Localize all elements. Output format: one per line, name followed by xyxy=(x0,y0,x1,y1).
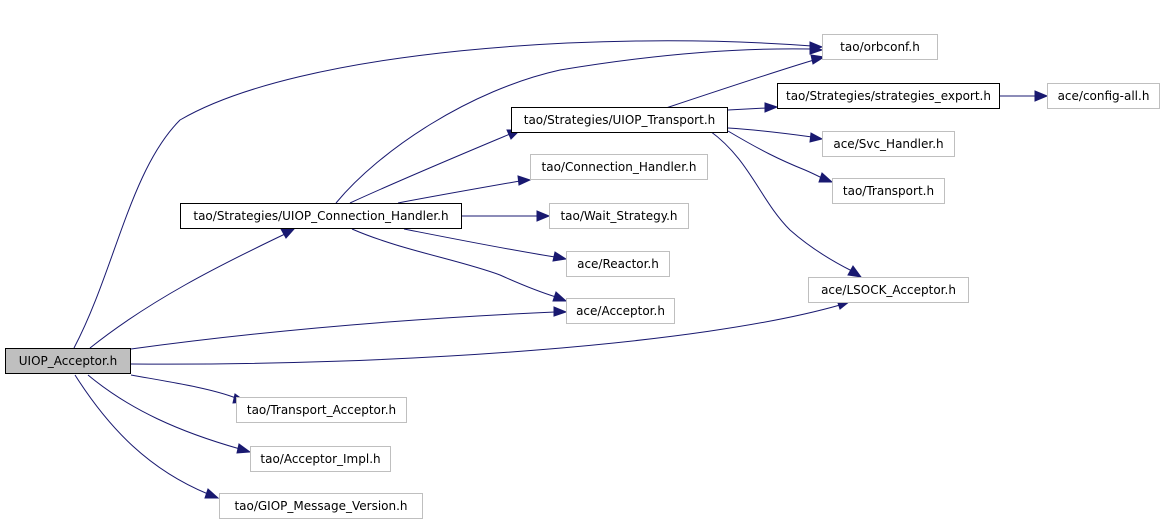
node-uiop-transport[interactable]: tao/Strategies/UIOP_Transport.h xyxy=(511,107,728,133)
node-lsock-acceptor[interactable]: ace/LSOCK_Acceptor.h xyxy=(808,277,969,303)
edge-connhandler-to-orbconf xyxy=(335,48,813,204)
edge-transport-to-tao-transport xyxy=(727,130,823,179)
node-transport-acceptor[interactable]: tao/Transport_Acceptor.h xyxy=(236,397,407,423)
arrowhead xyxy=(809,132,824,143)
arrowhead xyxy=(553,306,568,317)
edge-acceptor-to-acceptor-impl xyxy=(87,374,241,450)
node-config-all[interactable]: ace/config-all.h xyxy=(1047,83,1160,109)
edge-transport-to-orbconf xyxy=(665,59,815,109)
edge-acceptor-to-orbconf xyxy=(73,40,813,349)
node-strategies-export[interactable]: tao/Strategies/strategies_export.h xyxy=(777,83,1000,109)
edge-connhandler-to-uiop-transport xyxy=(349,133,511,204)
node-acceptor-impl[interactable]: tao/Acceptor_Impl.h xyxy=(250,446,391,472)
edge-connhandler-to-ace-acceptor xyxy=(351,228,557,298)
node-tao-transport[interactable]: tao/Transport.h xyxy=(832,178,945,204)
edge-transport-to-lsock xyxy=(709,130,853,272)
arrowhead xyxy=(818,172,834,183)
node-uiop-connection-handler[interactable]: tao/Strategies/UIOP_Connection_Handler.h xyxy=(180,203,462,229)
arrowhead xyxy=(236,443,252,454)
edge-acceptor-to-giop xyxy=(74,374,209,495)
node-wait-strategy[interactable]: tao/Wait_Strategy.h xyxy=(549,203,689,229)
arrowhead xyxy=(552,291,568,302)
edge-transport-to-strategies-export xyxy=(727,107,767,111)
edge-acceptor-to-transport-acceptor xyxy=(130,374,237,399)
arrowhead xyxy=(280,228,296,239)
arrowhead xyxy=(517,175,532,186)
node-ace-acceptor[interactable]: ace/Acceptor.h xyxy=(566,298,675,324)
edge-acceptor-to-ace-acceptor xyxy=(130,311,556,350)
node-orbconf[interactable]: tao/orbconf.h xyxy=(822,34,938,60)
edge-acceptor-to-connection-handler xyxy=(89,233,286,349)
arrowhead xyxy=(204,488,220,499)
arrowhead xyxy=(536,210,551,222)
edge-acceptor-to-lsock xyxy=(130,304,841,365)
arrowhead xyxy=(1034,90,1049,102)
edge-connhandler-to-reactor xyxy=(403,228,556,258)
arrowhead xyxy=(809,44,824,55)
node-giop-message-version[interactable]: tao/GIOP_Message_Version.h xyxy=(219,493,423,519)
arrowhead xyxy=(764,102,779,113)
node-connection-handler[interactable]: tao/Connection_Handler.h xyxy=(530,154,708,180)
arrowhead xyxy=(847,265,863,278)
arrowhead xyxy=(552,251,568,262)
edge-connhandler-to-connection-handler xyxy=(397,180,521,204)
node-svc-handler[interactable]: ace/Svc_Handler.h xyxy=(822,131,955,157)
node-uiop-acceptor[interactable]: UIOP_Acceptor.h xyxy=(5,348,131,374)
arrowhead xyxy=(810,54,826,65)
edge-transport-to-svc-handler xyxy=(727,127,813,138)
node-reactor[interactable]: ace/Reactor.h xyxy=(566,251,670,277)
